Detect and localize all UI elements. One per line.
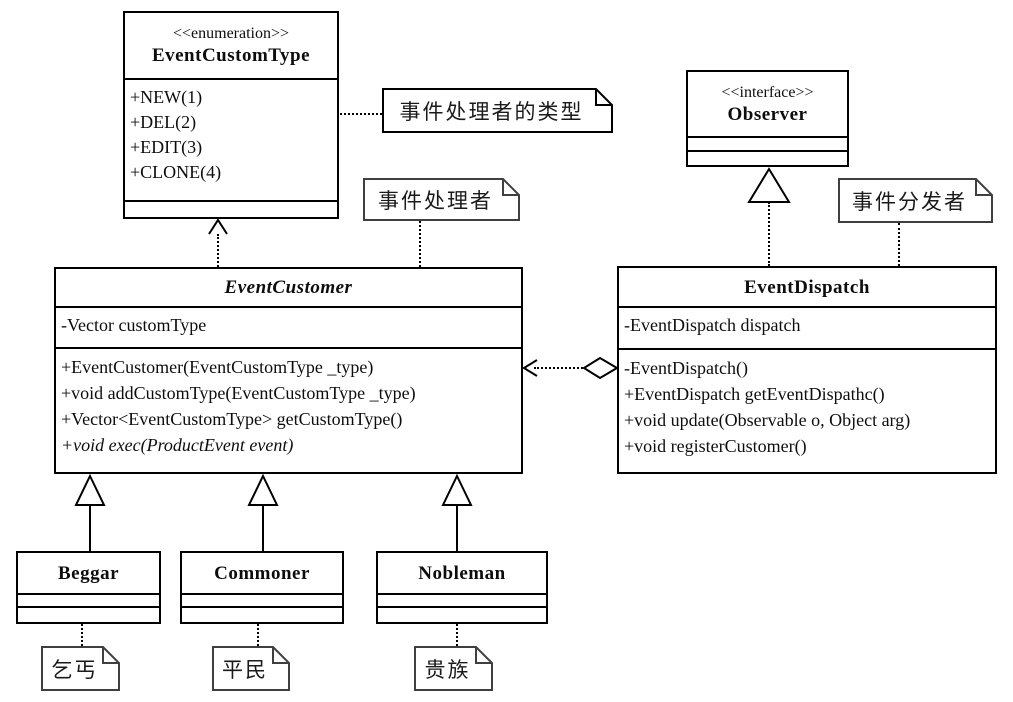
empty-compartment	[182, 593, 342, 606]
note-link-beggar	[81, 624, 83, 646]
note-link-dispatcher-eventdispatch	[898, 223, 900, 266]
empty-compartment	[125, 200, 337, 217]
hollow-triangle-up-icon	[747, 167, 791, 203]
note-link-handler-eventcustomer	[419, 221, 421, 267]
note-text: 事件处理者的类型	[399, 99, 584, 124]
note-text: 乞丐	[51, 657, 98, 682]
enum-literal: +EDIT(3)	[130, 137, 203, 157]
dependency-line-eventcustomer-enum	[217, 234, 219, 267]
attribute: -Vector customType	[61, 315, 207, 335]
method: -EventDispatch()	[624, 358, 748, 378]
empty-compartment	[688, 136, 847, 150]
note-dispatcher: 事件分发者	[838, 178, 993, 223]
note-text: 事件分发者	[852, 189, 967, 214]
class-name-commoner: Commoner	[214, 562, 310, 584]
attributes-eventcustomer: -Vector customType	[56, 306, 521, 347]
stereotype-interface: <<interface>>	[721, 83, 814, 101]
class-title-commoner: Commoner	[182, 553, 342, 593]
class-box-eventcustomer: EventCustomer -Vector customType +EventC…	[54, 267, 523, 474]
class-title-nobleman: Nobleman	[378, 553, 546, 593]
methods-eventdispatch: -EventDispatch() +EventDispatch getEvent…	[619, 348, 995, 472]
attributes-eventcustomtype: +NEW(1) +DEL(2) +EDIT(3) +CLONE(4)	[125, 78, 337, 200]
class-box-beggar: Beggar	[16, 551, 161, 624]
class-name-eventcustomtype: EventCustomType	[151, 45, 311, 66]
hollow-triangle-up-icon	[74, 474, 106, 506]
note-handler-type: 事件处理者的类型	[382, 88, 613, 133]
method: +void addCustomType(EventCustomType _typ…	[61, 383, 416, 403]
method: +EventDispatch getEventDispathc()	[624, 384, 885, 404]
hollow-diamond-icon	[582, 357, 619, 379]
generalization-line-commoner	[262, 504, 264, 551]
class-box-commoner: Commoner	[180, 551, 344, 624]
class-title-eventcustomtype: <<enumeration>> EventCustomType	[125, 13, 337, 78]
note-link-nobleman	[456, 624, 458, 646]
class-title-observer: <<interface>> Observer	[688, 72, 847, 136]
note-handler: 事件处理者	[363, 178, 520, 221]
note-shape-icon	[363, 178, 520, 221]
class-name-eventdispatch: EventDispatch	[744, 276, 870, 298]
generalization-line-beggar	[89, 504, 91, 551]
class-name-beggar: Beggar	[57, 562, 120, 584]
method: +EventCustomer(EventCustomType _type)	[61, 357, 374, 377]
generalization-line-nobleman	[456, 504, 458, 551]
empty-compartment	[182, 606, 342, 622]
method: +void registerCustomer()	[624, 436, 807, 456]
abstract-method: +void exec(ProductEvent event)	[61, 435, 294, 455]
note-nobleman: 贵族	[414, 646, 493, 691]
enum-literal: +CLONE(4)	[130, 162, 222, 182]
open-arrowhead-left-icon	[522, 359, 538, 377]
note-shape-icon	[212, 646, 290, 691]
method: +void update(Observable o, Object arg)	[624, 410, 911, 430]
class-name-eventcustomer: EventCustomer	[224, 277, 353, 298]
note-text: 事件处理者	[378, 188, 493, 213]
enum-literal: +DEL(2)	[130, 112, 197, 132]
note-text: 贵族	[424, 657, 471, 682]
class-name-observer: Observer	[727, 103, 808, 125]
note-shape-icon	[414, 646, 493, 691]
note-shape-icon	[41, 646, 120, 691]
class-title-beggar: Beggar	[18, 553, 159, 593]
class-box-observer: <<interface>> Observer	[686, 70, 849, 167]
note-link-commoner	[257, 624, 259, 646]
attribute: -EventDispatch dispatch	[624, 315, 801, 335]
empty-compartment	[378, 606, 546, 622]
note-shape-icon	[382, 88, 613, 133]
stereotype-enumeration: <<enumeration>>	[172, 25, 290, 42]
note-beggar: 乞丐	[41, 646, 120, 691]
class-title-eventdispatch: EventDispatch	[619, 268, 995, 306]
class-box-eventcustomtype: <<enumeration>> EventCustomType +NEW(1) …	[123, 11, 339, 219]
note-link-enum-handler-type	[340, 113, 382, 115]
enum-literal: +NEW(1)	[130, 87, 203, 107]
empty-compartment	[18, 606, 159, 622]
note-text: 平民	[222, 657, 268, 682]
class-name-nobleman: Nobleman	[418, 562, 506, 584]
attributes-eventdispatch: -EventDispatch dispatch	[619, 306, 995, 348]
empty-compartment	[18, 593, 159, 606]
method: +Vector<EventCustomType> getCustomType()	[61, 409, 403, 429]
realization-line-eventdispatch-observer	[768, 202, 770, 266]
hollow-triangle-up-icon	[441, 474, 473, 506]
open-arrowhead-up-icon	[208, 218, 228, 235]
note-commoner: 平民	[212, 646, 290, 691]
empty-compartment	[378, 593, 546, 606]
hollow-triangle-up-icon	[247, 474, 279, 506]
class-box-nobleman: Nobleman	[376, 551, 548, 624]
methods-eventcustomer: +EventCustomer(EventCustomType _type) +v…	[56, 347, 521, 472]
class-title-eventcustomer: EventCustomer	[56, 269, 521, 306]
empty-compartment	[688, 150, 847, 165]
aggregation-line	[534, 367, 586, 369]
class-box-eventdispatch: EventDispatch -EventDispatch dispatch -E…	[617, 266, 997, 474]
note-shape-icon	[838, 178, 993, 223]
